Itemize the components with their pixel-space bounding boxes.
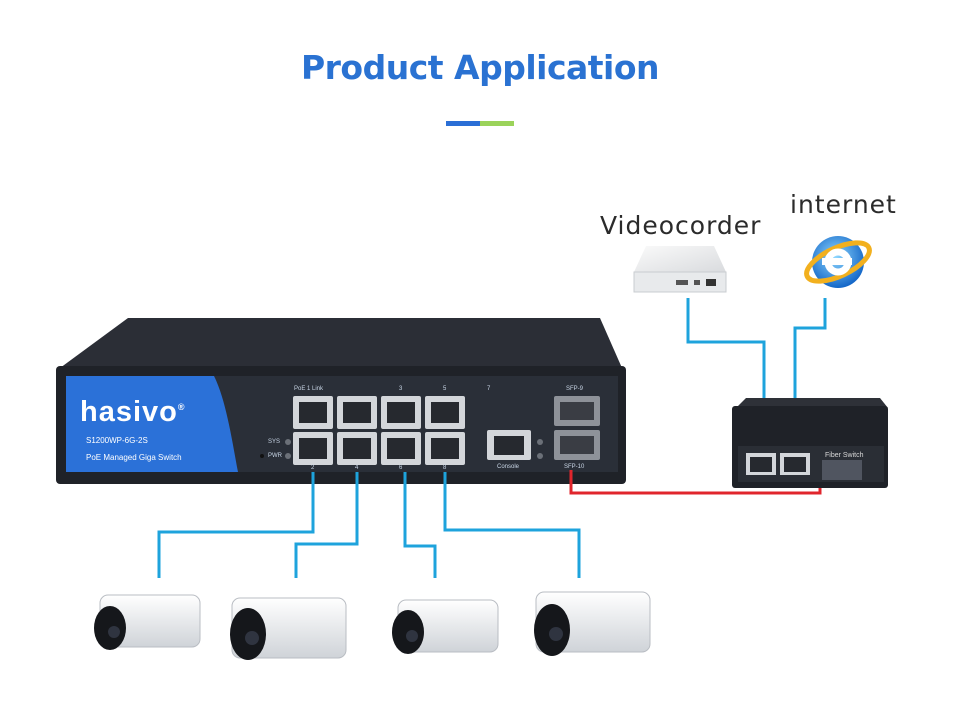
port-label-7: 7 bbox=[487, 386, 491, 392]
port-label-8: 8 bbox=[443, 465, 447, 471]
videocorder-device bbox=[633, 246, 727, 293]
sfp9-label: SFP-9 bbox=[566, 386, 584, 392]
switch-brand: hasivo® bbox=[80, 396, 186, 429]
pwr-led-label: PWR bbox=[268, 453, 282, 459]
bullet-camera-3 bbox=[392, 599, 499, 654]
fiber-switch-label: Fiber Switch bbox=[825, 452, 864, 459]
videocorder-label: Videocorder bbox=[600, 211, 762, 240]
internet-label: internet bbox=[790, 190, 897, 219]
poe-switch bbox=[56, 318, 626, 484]
port-label-3: 3 bbox=[399, 386, 403, 392]
switch-description: PoE Managed Giga Switch bbox=[86, 453, 182, 462]
fiber-switch bbox=[732, 398, 888, 488]
brand-name: hasivo bbox=[80, 396, 178, 428]
ethernet-cables bbox=[157, 298, 827, 578]
sfp10-label: SFP-10 bbox=[564, 464, 585, 470]
console-label: Console bbox=[497, 464, 520, 470]
switch-blue-panel bbox=[66, 376, 238, 472]
bullet-camera-1 bbox=[94, 594, 201, 650]
port-label-5: 5 bbox=[443, 386, 447, 392]
title-underline-green bbox=[480, 121, 514, 126]
page-title: Product Application bbox=[300, 48, 660, 87]
bullet-camera-4 bbox=[534, 591, 651, 656]
title-underline-blue bbox=[446, 121, 480, 126]
port-label-6: 6 bbox=[399, 465, 403, 471]
trademark-symbol: ® bbox=[177, 402, 186, 412]
bullet-camera-2 bbox=[230, 597, 347, 660]
switch-model: S1200WP-6G-2S bbox=[86, 436, 148, 445]
internet-explorer-icon bbox=[804, 236, 872, 288]
port-header-label: PoE 1 Link bbox=[294, 386, 324, 392]
sys-led-label: SYS bbox=[268, 439, 281, 445]
port-label-4: 4 bbox=[355, 465, 359, 471]
port-label-2: 2 bbox=[311, 465, 315, 471]
